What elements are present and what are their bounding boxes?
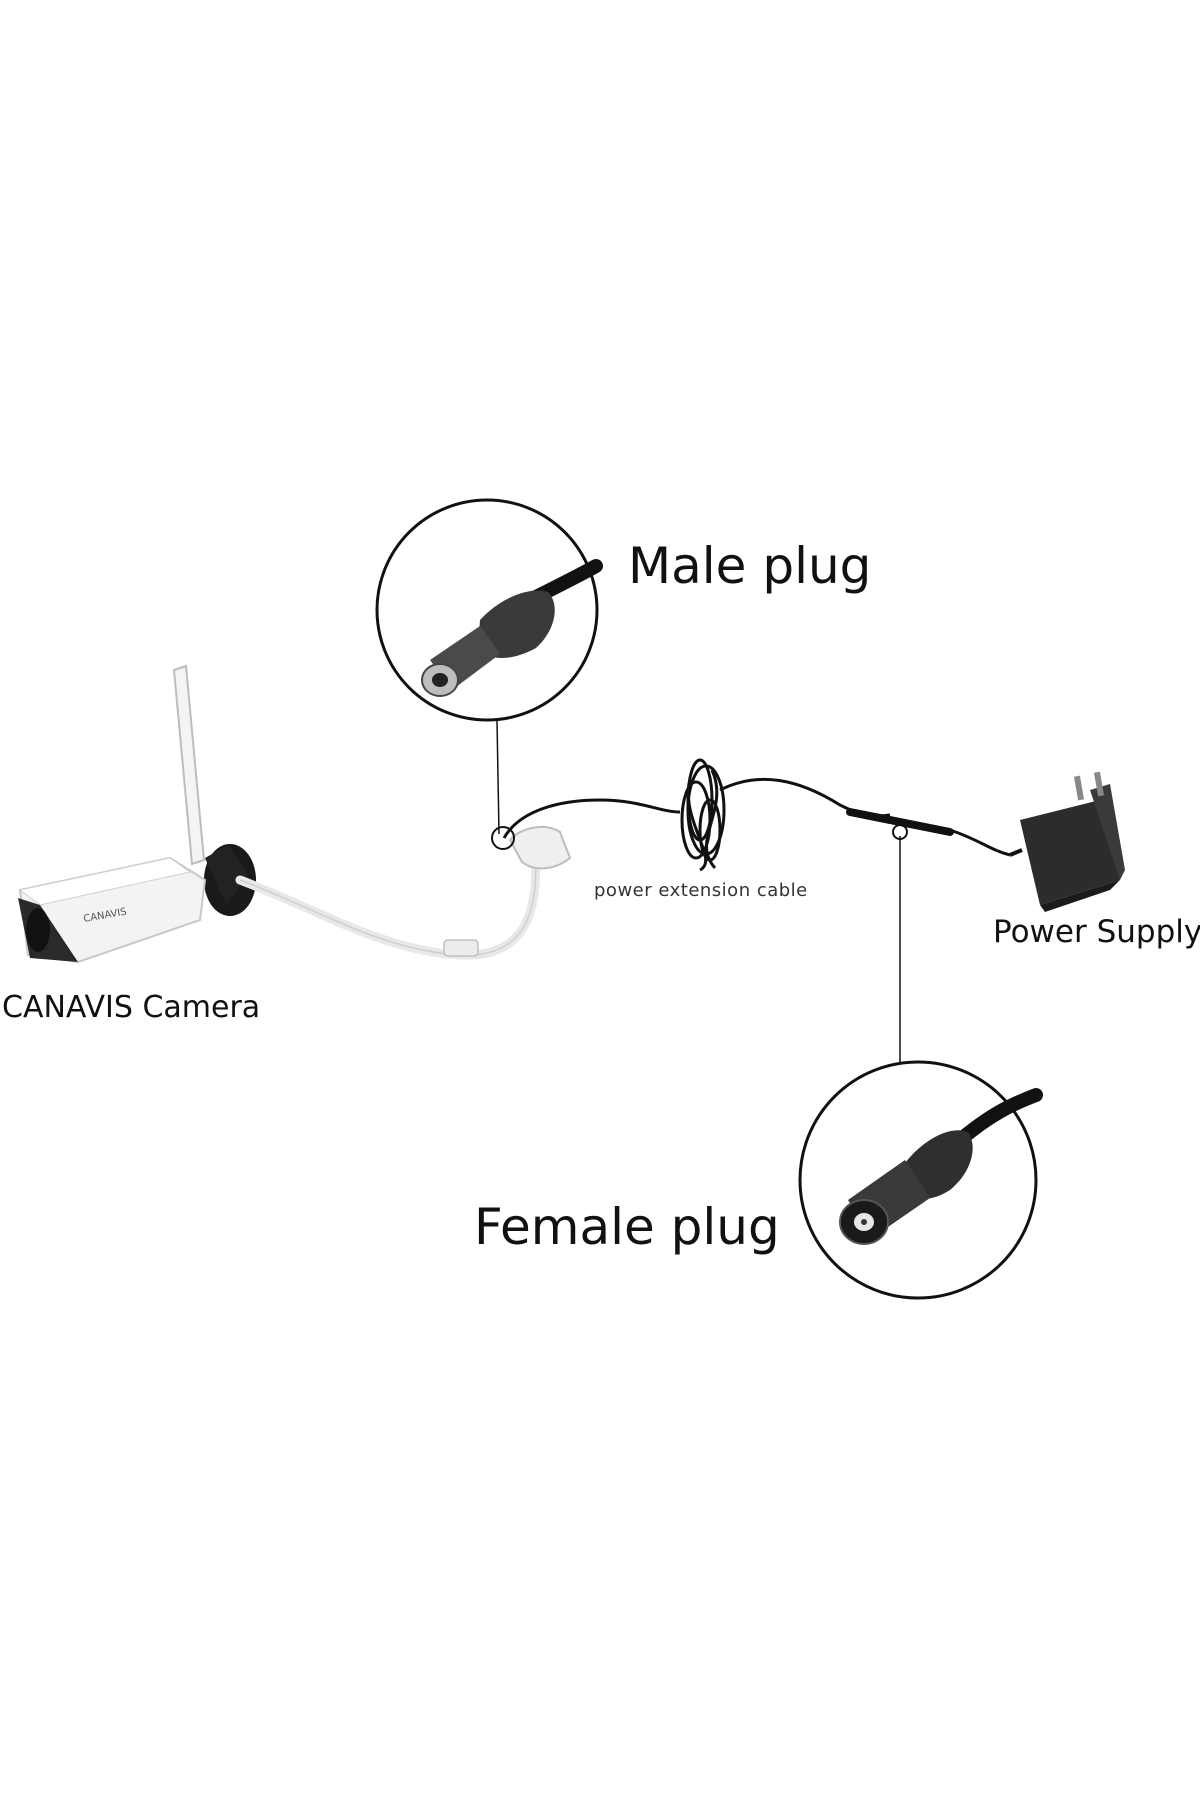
male-plug-label: Male plug	[628, 537, 872, 595]
antenna-illustration	[172, 664, 206, 866]
power-supply-label: Power Supply	[993, 914, 1200, 950]
camera-label: CANAVIS Camera	[2, 990, 261, 1025]
male-plug-illustration	[421, 559, 603, 697]
cable-illustration	[502, 777, 1011, 857]
power-adapter-illustration	[1009, 771, 1125, 912]
female-plug-illustration	[839, 1088, 1043, 1245]
camera-illustration: CANAVIS	[18, 664, 572, 964]
female-plug-label: Female plug	[474, 1198, 780, 1256]
male-plug-callout	[375, 498, 603, 850]
female-plug-callout	[798, 824, 1043, 1300]
coiled-cable-illustration	[680, 758, 726, 872]
extension-cable-label: power extension cable	[594, 880, 808, 901]
